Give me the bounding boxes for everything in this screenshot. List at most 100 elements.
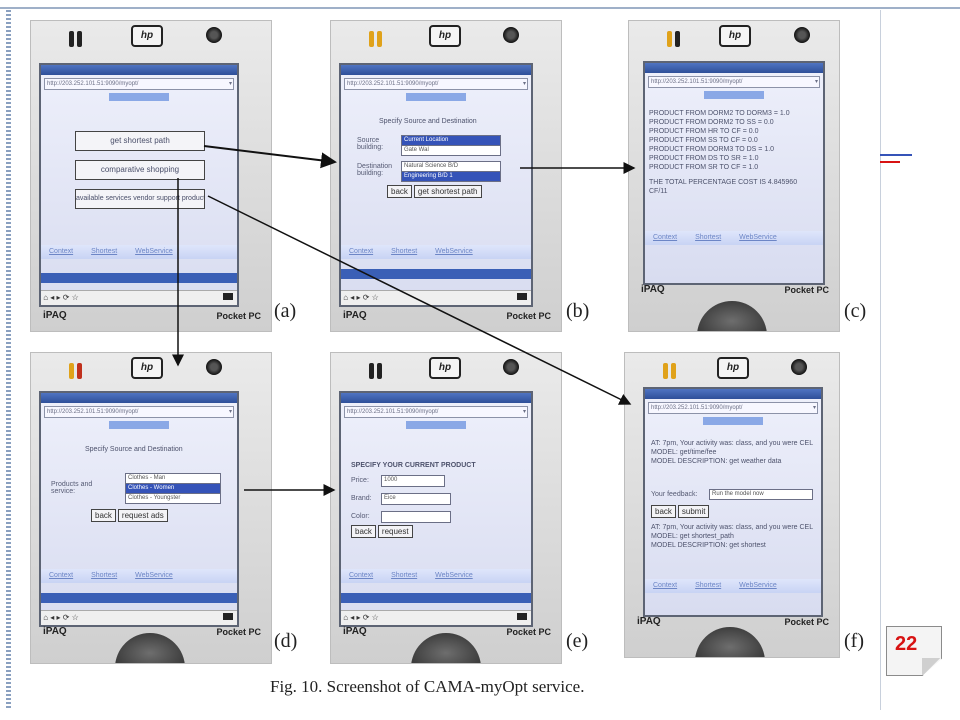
model-description-line: MODEL DESCRIPTION: get shortest bbox=[651, 542, 766, 549]
nav-link-context[interactable]: Context bbox=[349, 248, 374, 255]
device-top-d: hp bbox=[31, 353, 271, 395]
chevron-down-icon[interactable]: ▾ bbox=[522, 409, 526, 415]
nav-link-shortest[interactable]: Shortest bbox=[391, 248, 418, 255]
camera-button bbox=[791, 359, 807, 375]
nav-link-context[interactable]: Context bbox=[653, 234, 678, 241]
panel-label-d: (d) bbox=[274, 630, 298, 652]
bottom-nav: Context Shortest WebService bbox=[341, 569, 531, 583]
taskbar-icons[interactable]: ⌂ ◂ ▸ ⟳ ☆ bbox=[341, 613, 379, 622]
keyboard-icon[interactable] bbox=[223, 613, 233, 620]
taskbar-icons[interactable]: ⌂ ◂ ▸ ⟳ ☆ bbox=[41, 613, 79, 622]
device-panel-c: hp http://203.252.101.51:9090/myopt/▾ PR… bbox=[628, 20, 840, 332]
chevron-down-icon[interactable]: ▾ bbox=[814, 79, 818, 85]
url-text: http://203.252.101.51:9090/myopt/ bbox=[347, 81, 439, 87]
nav-link-context[interactable]: Context bbox=[349, 572, 374, 579]
available-services-button[interactable]: available services vendor support produc… bbox=[75, 189, 205, 209]
chevron-down-icon[interactable]: ▾ bbox=[228, 81, 232, 87]
result-line: PRODUCT FROM SS TO CF = 0.0 bbox=[649, 137, 758, 144]
camera-button bbox=[206, 27, 222, 43]
brand-ipaq: iPAQ bbox=[343, 310, 367, 321]
back-button[interactable]: back bbox=[351, 525, 376, 538]
back-button[interactable]: back bbox=[651, 505, 676, 518]
brand-label: Brand: bbox=[351, 495, 372, 502]
nav-link-context[interactable]: Context bbox=[49, 248, 74, 255]
deco-line-blue bbox=[880, 154, 912, 156]
chevron-down-icon[interactable]: ▾ bbox=[228, 409, 232, 415]
nav-link-webservice[interactable]: WebService bbox=[739, 582, 777, 589]
slide-top-border bbox=[0, 7, 960, 9]
panel-label-a: (a) bbox=[274, 300, 297, 322]
address-bar[interactable]: http://203.252.101.51:9090/myopt/▾ bbox=[44, 78, 234, 90]
screen-e: http://203.252.101.51:9090/myopt/▾ SPECI… bbox=[339, 391, 533, 627]
brand-input[interactable]: Eice bbox=[381, 493, 451, 505]
nav-link-webservice[interactable]: WebService bbox=[435, 572, 473, 579]
taskbar: ⌂ ◂ ▸ ⟳ ☆ bbox=[41, 290, 237, 305]
nav-link-webservice[interactable]: WebService bbox=[739, 234, 777, 241]
taskbar-icons[interactable]: ⌂ ◂ ▸ ⟳ ☆ bbox=[341, 293, 379, 302]
nav-link-shortest[interactable]: Shortest bbox=[91, 572, 118, 579]
status-led bbox=[69, 363, 74, 379]
get-shortest-path-button[interactable]: get shortest path bbox=[75, 131, 205, 151]
screen-b: http://203.252.101.51:9090/myopt/▾ Speci… bbox=[339, 63, 533, 307]
address-bar[interactable]: http://203.252.101.51:9090/myopt/▾ bbox=[648, 402, 818, 414]
nav-link-webservice[interactable]: WebService bbox=[435, 248, 473, 255]
service-badge bbox=[109, 93, 169, 101]
brand-ipaq: iPAQ bbox=[43, 310, 67, 321]
blue-strip bbox=[341, 593, 531, 603]
url-text: http://203.252.101.51:9090/myopt/ bbox=[347, 409, 439, 415]
source-option[interactable]: Gate Wal bbox=[401, 145, 501, 156]
back-button[interactable]: back bbox=[91, 509, 116, 522]
bottom-nav: Context Shortest WebService bbox=[645, 579, 821, 593]
address-bar[interactable]: http://203.252.101.51:9090/myopt/ ▾ bbox=[344, 78, 528, 90]
result-line: PRODUCT FROM DS TO SR = 1.0 bbox=[649, 155, 759, 162]
request-button[interactable]: request bbox=[377, 525, 413, 538]
service-badge bbox=[704, 91, 764, 99]
device-panel-b: hp http://203.252.101.51:9090/myopt/▾ Sp… bbox=[330, 20, 562, 332]
nav-link-shortest[interactable]: Shortest bbox=[695, 582, 722, 589]
result-line: PRODUCT FROM DORM2 TO DORM3 = 1.0 bbox=[649, 110, 790, 117]
price-input[interactable]: 1000 bbox=[381, 475, 445, 487]
slide-left-border bbox=[6, 10, 11, 710]
service-badge bbox=[703, 417, 763, 425]
status-bar bbox=[341, 65, 531, 75]
activity-line: AT: 7pm, Your activity was: class, and y… bbox=[651, 524, 814, 531]
nav-link-shortest[interactable]: Shortest bbox=[391, 572, 418, 579]
comparative-shopping-button[interactable]: comparative shopping bbox=[75, 160, 205, 180]
product-option[interactable]: Clothes - Youngster bbox=[125, 493, 221, 504]
nav-link-context[interactable]: Context bbox=[653, 582, 678, 589]
address-bar[interactable]: http://203.252.101.51:9090/myopt/ ▾ bbox=[344, 406, 528, 418]
status-led bbox=[667, 31, 672, 47]
brand-pocketpc: Pocket PC bbox=[784, 617, 829, 627]
brand-pocketpc: Pocket PC bbox=[506, 627, 551, 637]
result-total: THE TOTAL PERCENTAGE COST IS 4.845960 CF… bbox=[649, 179, 798, 195]
color-input[interactable] bbox=[381, 511, 451, 523]
request-ads-button[interactable]: request ads bbox=[117, 509, 168, 522]
nav-link-webservice[interactable]: WebService bbox=[135, 248, 173, 255]
address-bar[interactable]: http://203.252.101.51:9090/myopt/▾ bbox=[648, 76, 820, 88]
get-shortest-path-submit[interactable]: get shortest path bbox=[413, 185, 482, 198]
submit-button[interactable]: submit bbox=[677, 505, 710, 518]
address-bar[interactable]: http://203.252.101.51:9090/myopt/ ▾ bbox=[44, 406, 234, 418]
feedback-select[interactable]: Run the model now bbox=[709, 489, 813, 500]
keyboard-icon[interactable] bbox=[517, 293, 527, 300]
back-button[interactable]: back bbox=[387, 185, 412, 198]
chevron-down-icon[interactable]: ▾ bbox=[812, 405, 816, 411]
destination-label: Destination building: bbox=[357, 163, 393, 177]
products-label: Products and service: bbox=[51, 481, 93, 495]
status-led bbox=[377, 31, 382, 47]
result-line: PRODUCT FROM DORM3 TO DS = 1.0 bbox=[649, 146, 775, 153]
activity-text-2: AT: 7pm, Your activity was: class, and y… bbox=[651, 523, 815, 550]
nav-link-shortest[interactable]: Shortest bbox=[695, 234, 722, 241]
taskbar-icons[interactable]: ⌂ ◂ ▸ ⟳ ☆ bbox=[41, 293, 79, 302]
status-led bbox=[671, 363, 676, 379]
nav-link-webservice[interactable]: WebService bbox=[135, 572, 173, 579]
nav-link-shortest[interactable]: Shortest bbox=[91, 248, 118, 255]
url-text: http://203.252.101.51:9090/myopt/ bbox=[47, 409, 139, 415]
chevron-down-icon[interactable]: ▾ bbox=[522, 81, 526, 87]
nav-link-context[interactable]: Context bbox=[49, 572, 74, 579]
figure-caption: Fig. 10. Screenshot of CAMA-myOpt servic… bbox=[270, 677, 585, 696]
destination-option-selected[interactable]: Engineering B/D 1 bbox=[401, 171, 501, 182]
keyboard-icon[interactable] bbox=[517, 613, 527, 620]
keyboard-icon[interactable] bbox=[223, 293, 233, 300]
